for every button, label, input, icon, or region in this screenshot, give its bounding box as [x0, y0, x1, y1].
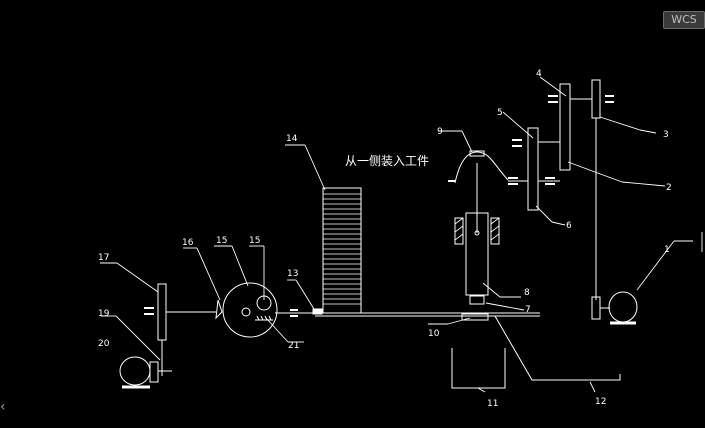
- pusher-block: [312, 308, 323, 315]
- callout-label: 8: [524, 288, 530, 298]
- callout-label: 17: [98, 253, 109, 263]
- bin-11: [451, 348, 506, 389]
- callout-label: 1: [664, 245, 670, 255]
- guide-right: [490, 217, 500, 245]
- leader-lines: [100, 76, 703, 393]
- callout-label: 19: [98, 309, 110, 319]
- callout-label: 11: [487, 399, 498, 409]
- gear-bearings: [508, 95, 614, 185]
- callout-labels: 1 2 3 4 5 6 7 8 9 10 11 12 13 14 15 15 1…: [98, 69, 672, 409]
- motor-20: [119, 356, 151, 386]
- callout-label: 20: [98, 339, 110, 349]
- magazine-hatching: [323, 193, 361, 305]
- callout-label: 13: [287, 269, 298, 279]
- callout-label: 14: [286, 134, 298, 144]
- callout-label: 9: [437, 127, 443, 137]
- drawing-annotation: 从一侧装入工件: [345, 154, 429, 168]
- callout-label: 4: [536, 69, 542, 79]
- bearing-marks-left: [144, 307, 298, 317]
- callout-label: 16: [182, 238, 194, 248]
- callout-label: 3: [663, 130, 669, 140]
- pulley-3: [591, 79, 601, 119]
- callout-label: 7: [525, 305, 531, 315]
- crank-arm: [454, 151, 509, 184]
- left-pulley: [157, 283, 167, 341]
- part-magazine: [322, 187, 362, 314]
- chute-12: [494, 315, 621, 381]
- gear-4-2: [559, 83, 571, 171]
- callout-label: 5: [497, 108, 503, 118]
- callout-label: 15: [249, 236, 260, 246]
- motor-20-flange: [149, 361, 159, 383]
- guide-hatch: [454, 217, 500, 241]
- crank-top: [469, 150, 485, 157]
- callout-label: 12: [595, 397, 606, 407]
- motor-1: [608, 291, 638, 323]
- callout-label: 10: [428, 329, 440, 339]
- cam-coupling: [215, 299, 223, 320]
- callout-label: 2: [666, 183, 672, 193]
- die-block: [469, 295, 485, 305]
- callout-label: 21: [288, 341, 299, 351]
- gear-5-6: [527, 127, 539, 211]
- guide-left: [454, 217, 464, 245]
- callout-label: 6: [566, 221, 572, 231]
- cam-disc: [222, 282, 278, 338]
- cam-spring: [255, 315, 273, 321]
- callout-label: 15: [216, 236, 227, 246]
- motor-1-pulley: [591, 296, 601, 320]
- cam-center: [241, 307, 251, 317]
- wcs-viewcube-button[interactable]: WCS: [663, 11, 705, 29]
- lower-die: [461, 313, 489, 321]
- pan-left-arrow[interactable]: ‹: [0, 399, 6, 415]
